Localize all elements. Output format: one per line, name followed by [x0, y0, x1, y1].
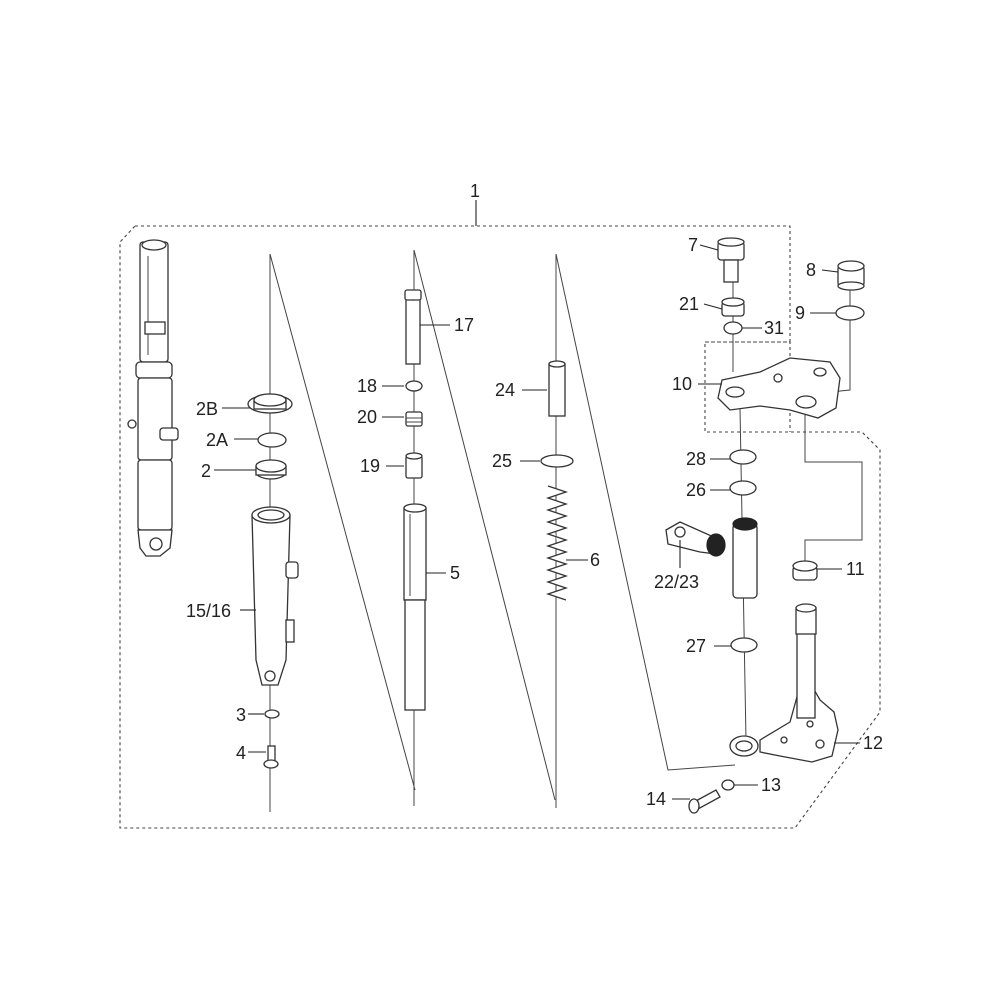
- label-2b: 2B: [196, 399, 218, 419]
- label-25: 25: [492, 451, 512, 471]
- label-17: 17: [454, 315, 474, 335]
- label-24: 24: [495, 380, 515, 400]
- washer-3: [264, 709, 280, 719]
- damper-rod-17: [404, 289, 422, 365]
- dust-seal-2b: [247, 393, 293, 414]
- ring-18: [405, 380, 423, 392]
- label-31: 31: [764, 318, 784, 338]
- bolt-4: [263, 745, 279, 769]
- bolt-7: [717, 237, 745, 283]
- washer-9: [835, 305, 865, 321]
- axis-line-stem-right: [804, 290, 863, 570]
- o-ring-31: [723, 321, 743, 335]
- top-bridge-10: [717, 357, 841, 419]
- axis-line-damper: [413, 249, 556, 806]
- label-5: 5: [450, 563, 460, 583]
- clip-2a: [257, 432, 287, 448]
- label-21: 21: [679, 294, 699, 314]
- ring-27: [730, 637, 758, 653]
- lock-plate-22-23: [665, 517, 758, 599]
- label-8: 8: [806, 260, 816, 280]
- fork-leg-assembly: [127, 239, 179, 557]
- label-10: 10: [672, 374, 692, 394]
- washer-13: [721, 779, 735, 791]
- inner-tube-5: [403, 503, 427, 711]
- label-27: 27: [686, 636, 706, 656]
- label-11: 11: [846, 559, 865, 579]
- assembly-boundary: [119, 225, 881, 829]
- label-20: 20: [357, 407, 377, 427]
- washer-25: [540, 454, 574, 468]
- label-18: 18: [357, 376, 377, 396]
- leader-21: [703, 303, 723, 310]
- label-22-23: 22/23: [654, 572, 699, 592]
- spring-6: [545, 485, 569, 601]
- label-14: 14: [646, 789, 666, 809]
- steering-stem-12: [729, 603, 839, 763]
- label-9: 9: [795, 303, 805, 323]
- oil-seal-2: [255, 459, 287, 480]
- axis-line-left-fork: [269, 253, 416, 812]
- label-13: 13: [761, 775, 781, 795]
- bearing-11: [792, 560, 818, 581]
- piston-ring-20: [405, 411, 423, 427]
- fork-bottom-case: [251, 506, 299, 686]
- axis-line-spring: [555, 253, 736, 808]
- label-2a: 2A: [206, 430, 228, 450]
- label-1: 1: [470, 181, 480, 201]
- label-2: 2: [201, 461, 211, 481]
- label-15-16: 15/16: [186, 601, 231, 621]
- ring-26: [729, 480, 757, 496]
- label-4: 4: [236, 743, 246, 763]
- label-26: 26: [686, 480, 706, 500]
- label-12: 12: [863, 733, 883, 753]
- collar-19: [405, 452, 423, 479]
- label-19: 19: [360, 456, 380, 476]
- nut-21: [721, 297, 745, 317]
- nut-8: [837, 260, 865, 291]
- axis-line-stem-left: [732, 270, 747, 741]
- label-6: 6: [590, 550, 600, 570]
- ring-28: [729, 449, 757, 465]
- spacer-tube-24: [548, 360, 566, 417]
- label-7: 7: [688, 235, 698, 255]
- leader-7: [699, 244, 719, 251]
- label-3: 3: [236, 705, 246, 725]
- label-28: 28: [686, 449, 706, 469]
- leader-8: [821, 269, 839, 273]
- bolt-14: [688, 789, 721, 814]
